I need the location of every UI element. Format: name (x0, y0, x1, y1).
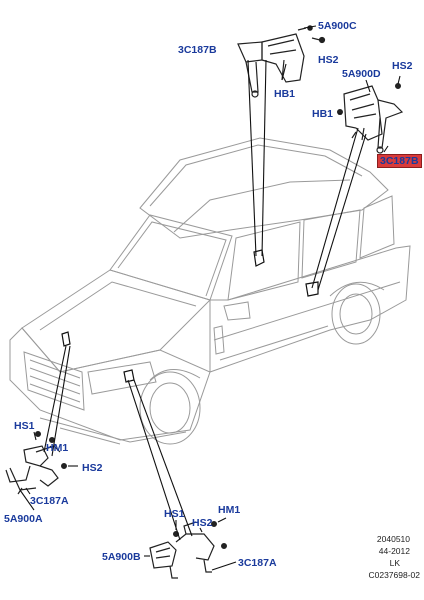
sensor-assembly-left (5, 431, 67, 495)
label-hs1-left: HS1 (14, 420, 35, 432)
sensor-assembly-bottom (149, 520, 228, 579)
label-hm1-left: HM1 (46, 442, 69, 454)
label-hs1-bottom: HS1 (164, 508, 185, 520)
label-5a900a-left: 5A900A (4, 513, 43, 525)
label-3c187b-top: 3C187B (178, 44, 217, 56)
label-hs2-left: HS2 (82, 462, 103, 474)
sensor-assembly-top (237, 25, 326, 98)
label-hb1-right: HB1 (312, 108, 334, 120)
label-3c187a-left: 3C187A (30, 495, 69, 507)
label-hs2-bottom: HS2 (192, 517, 213, 529)
leader-lines (19, 25, 401, 571)
label-3c187a-bottom: 3C187A (238, 557, 277, 569)
label-hm1-bottom: HM1 (218, 504, 241, 516)
reference-initials: LK (389, 558, 400, 568)
label-3c187b-highlight: 3C187B (377, 154, 422, 168)
label-hb1-top: HB1 (274, 88, 296, 100)
label-hs2-top: HS2 (318, 54, 339, 66)
reference-code: 2040510 (376, 534, 410, 544)
label-5a900d-right: 5A900D (342, 68, 381, 80)
vehicle-outline (9, 137, 411, 445)
mount-points (61, 249, 319, 383)
label-hs2-right: HS2 (392, 60, 413, 72)
reference-drawing-number: C0237698-02 (368, 570, 420, 580)
label-5a900c-top: 5A900C (318, 20, 357, 32)
reference-date: 44-2012 (378, 546, 410, 556)
sensor-assembly-right (337, 82, 404, 154)
label-5a900b-bottom: 5A900B (102, 551, 141, 563)
